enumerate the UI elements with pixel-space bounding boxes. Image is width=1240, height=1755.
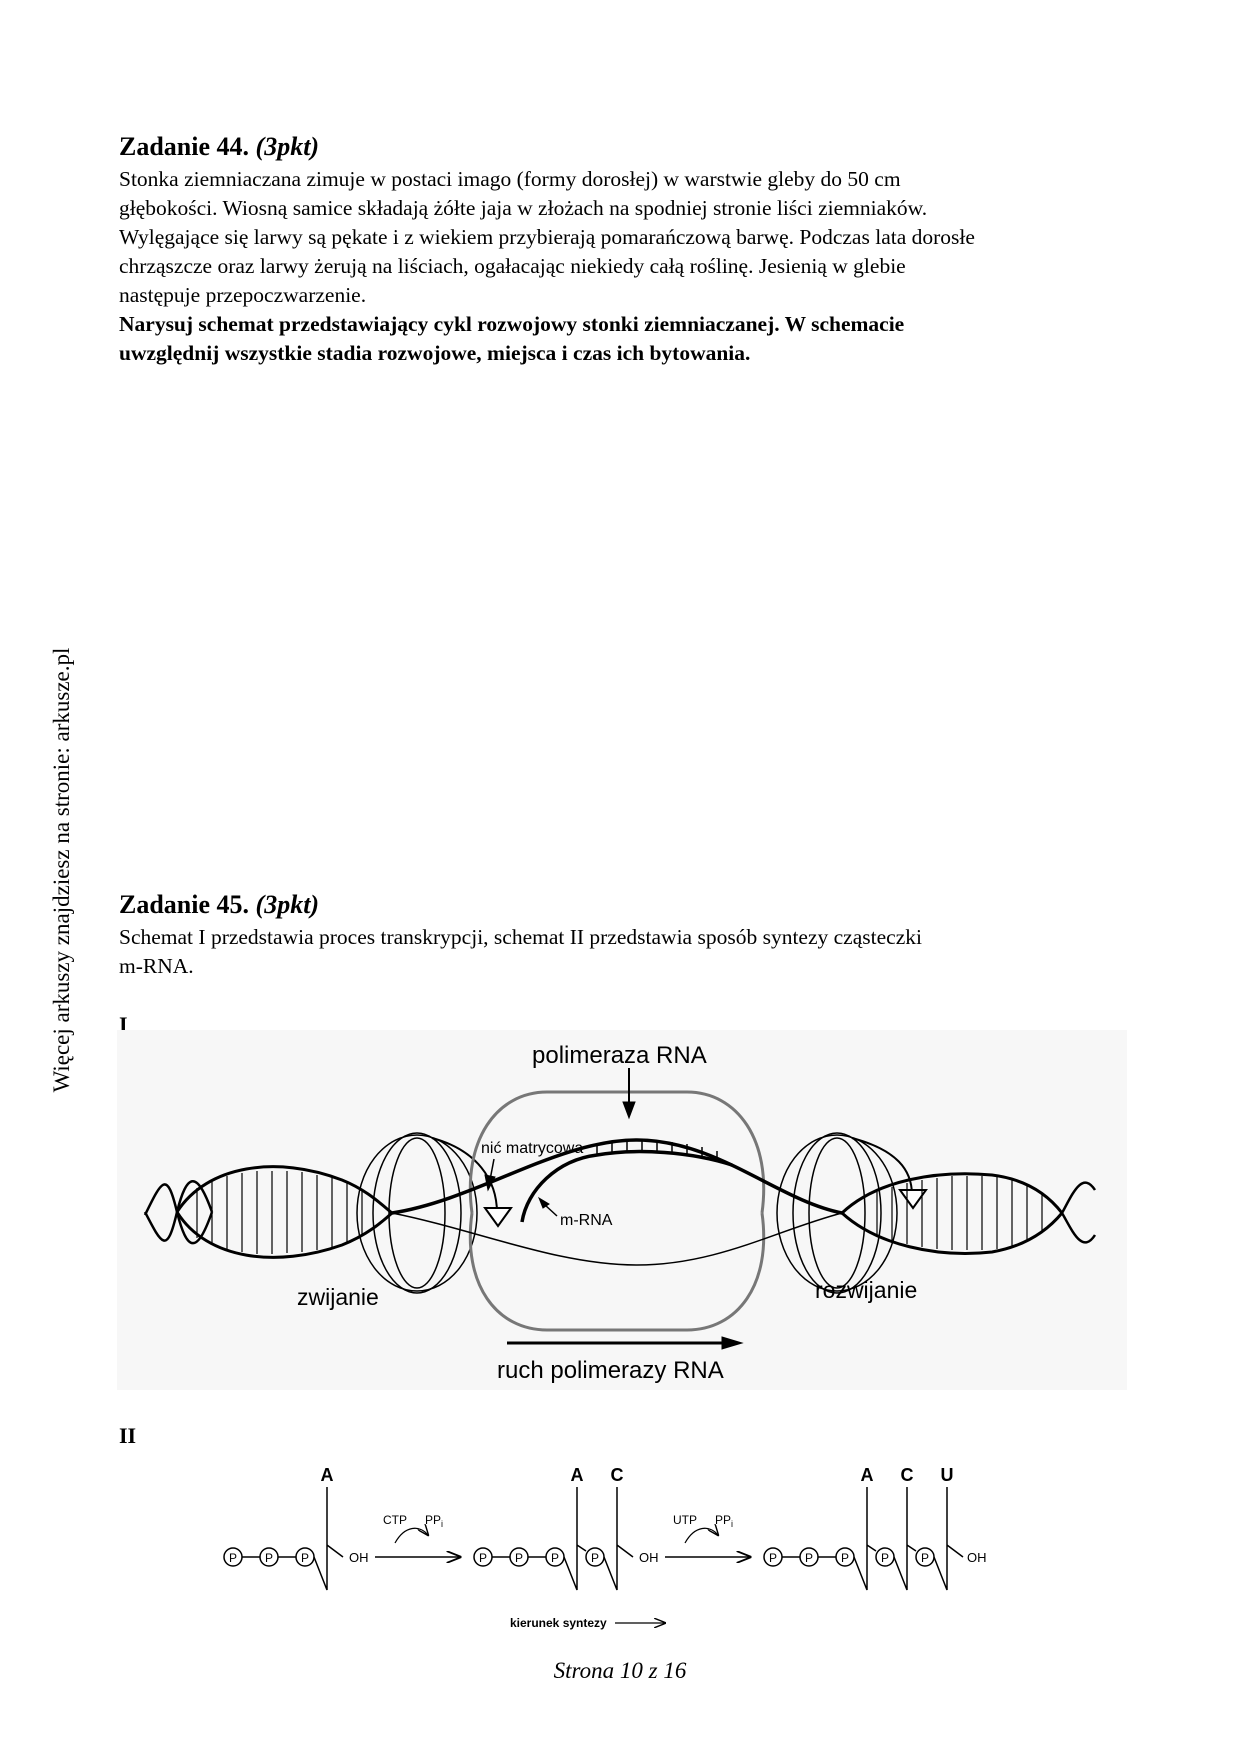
- polymerase-movement-arrow: [507, 1336, 744, 1350]
- task45-text: Schemat I przedstawia proces transkrypcj…: [119, 923, 1127, 981]
- pp-label: PPi: [715, 1513, 733, 1529]
- task44-line: głębokości. Wiosną samice składają żółte…: [119, 196, 928, 220]
- oh-label: OH: [967, 1550, 987, 1565]
- task45-line: Schemat I przedstawia proces transkrypcj…: [119, 925, 922, 949]
- phosphate-label: P: [841, 1551, 849, 1565]
- oh-label: OH: [349, 1550, 369, 1565]
- diagram-background: [117, 1030, 1127, 1390]
- pp-label: PPi: [425, 1513, 443, 1529]
- phosphate-label: P: [591, 1551, 599, 1565]
- molecule-2: P P P P A C OH: [473, 1465, 659, 1591]
- mrna-synthesis-diagram: P P P A OH CTP PPi P P P P A C OH UTP PP…: [223, 1465, 987, 1630]
- template-strand-arrow: [484, 1158, 496, 1192]
- base-label: C: [611, 1465, 624, 1485]
- task44-instruction: Narysuj schemat przedstawiający cykl roz…: [119, 312, 905, 336]
- phosphate-label: P: [515, 1551, 523, 1565]
- task44-line: następuje przepoczwarzenie.: [119, 283, 367, 307]
- task45-points: (3pkt): [255, 890, 320, 919]
- molecule-3: P P P P P A C U OH: [763, 1465, 987, 1591]
- molecule-1: P P P A OH: [223, 1465, 369, 1591]
- polymerase-arrow: [622, 1068, 636, 1120]
- task45-line: m-RNA.: [119, 954, 194, 978]
- base-label: A: [571, 1465, 584, 1485]
- task44-heading: Zadanie 44. (3pkt): [119, 132, 319, 162]
- page-footer: Strona 10 z 16: [553, 1658, 687, 1683]
- reaction-2: UTP PPi: [665, 1513, 750, 1557]
- task44-points: (3pkt): [255, 132, 320, 161]
- task44-line: chrząszcze oraz larwy żerują na liściach…: [119, 254, 906, 278]
- oh-label: OH: [639, 1550, 659, 1565]
- task45-heading: Zadanie 45. (3pkt): [119, 890, 319, 920]
- phosphate-label: P: [265, 1551, 273, 1565]
- base-label: A: [321, 1465, 334, 1485]
- unwinding-label: rozwijanie: [815, 1277, 917, 1303]
- polymerase-label: polimeraza RNA: [532, 1042, 707, 1069]
- schema2-label: II: [119, 1423, 137, 1448]
- template-strand-label: nić matrycowa: [481, 1140, 583, 1157]
- direction-label: kierunek syntezy: [510, 1616, 607, 1630]
- phosphate-label: P: [881, 1551, 889, 1565]
- right-dna-helix: [840, 1172, 1097, 1255]
- mrna-label: m-RNA: [560, 1212, 613, 1229]
- mrna-arrow: [537, 1196, 558, 1217]
- task44-line: Wylęgające się larwy są pękate i z wieki…: [119, 225, 975, 249]
- phosphate-label: P: [229, 1551, 237, 1565]
- phosphate-label: P: [551, 1551, 559, 1565]
- left-dna-helix: [143, 1165, 394, 1259]
- phosphate-label: P: [479, 1551, 487, 1565]
- task44-line: Stonka ziemniaczana zimuje w postaci ima…: [119, 167, 901, 191]
- winding-label: zwijanie: [297, 1284, 379, 1310]
- utp-label: UTP: [673, 1513, 697, 1527]
- phosphate-label: P: [769, 1551, 777, 1565]
- phosphate-label: P: [301, 1551, 309, 1565]
- reaction-1: CTP PPi: [375, 1513, 460, 1557]
- base-label: U: [941, 1465, 954, 1485]
- task44-title: Zadanie 44.: [119, 132, 250, 161]
- base-label: A: [861, 1465, 874, 1485]
- task44-text: Stonka ziemniaczana zimuje w postaci ima…: [119, 165, 1127, 368]
- phosphate-label: P: [921, 1551, 929, 1565]
- transcription-diagram: polimeraza RNA nić matrycowa m-RNA zwija…: [117, 1030, 1127, 1390]
- movement-label: ruch polimerazy RNA: [497, 1357, 724, 1384]
- task44-instruction: uwzględnij wszystkie stadia rozwojowe, m…: [119, 341, 751, 365]
- schema1-label: I: [119, 1012, 128, 1037]
- winding-rotation-icon: [356, 1132, 513, 1294]
- side-note: Więcej arkuszy znajdziesz na stronie: ar…: [49, 647, 74, 1093]
- ctp-label: CTP: [383, 1513, 407, 1527]
- rna-polymerase-bubble: [468, 1090, 766, 1332]
- task45-title: Zadanie 45.: [119, 890, 250, 919]
- base-label: C: [901, 1465, 914, 1485]
- phosphate-label: P: [805, 1551, 813, 1565]
